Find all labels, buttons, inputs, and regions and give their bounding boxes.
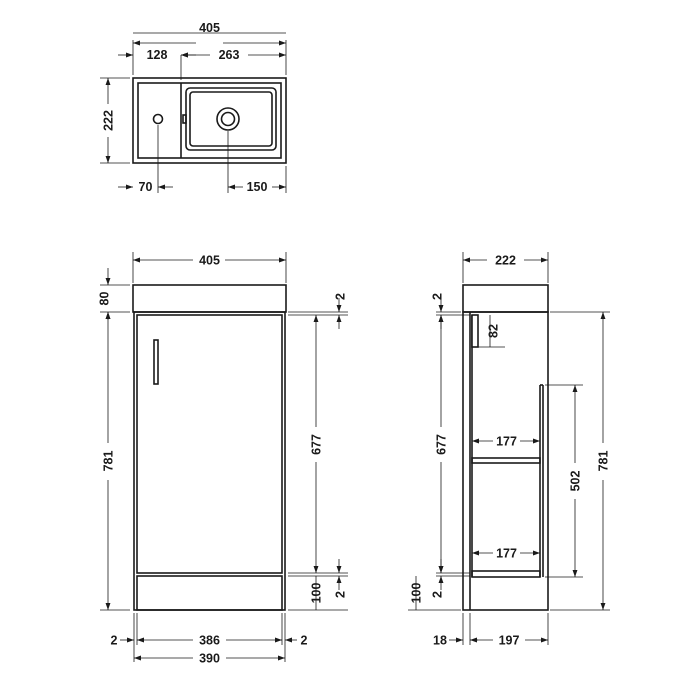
side-view: 222 2 82 677 177 177 [408,252,611,648]
top-view: 405 128 263 222 70 150 [100,21,287,194]
dim-label: 150 [247,180,268,194]
dimension-top-waste-offset: 150 [228,180,286,194]
basin-rim [137,82,282,159]
dim-label: 128 [147,48,168,62]
dim-label: 263 [219,48,240,62]
dim-label: 390 [199,652,220,666]
dim-label: 222 [495,254,516,268]
upper-shelf [471,457,541,464]
dimension-side-upper-shelf-depth: 177 [472,435,540,449]
basin-side [462,284,549,313]
dimension-side-carcass-depth: 197 [470,634,548,648]
dimension-side-door-thickness: 18 [433,634,478,648]
dimension-side-handle-height: 82 [487,315,501,347]
dim-label: 70 [139,180,153,194]
dim-label: 2 [334,591,348,598]
carcass-side [462,311,549,611]
dimension-top-tap-offset: 70 [118,180,173,194]
dimension-front-plinth-gap: 2 [334,559,348,598]
dim-label: 386 [199,634,220,648]
door [136,314,283,574]
dimension-front-door-height: 677 [310,315,324,573]
waste-inner [220,111,236,127]
dimension-front-door-width: 386 [137,634,282,648]
bowl-inner [189,91,273,147]
dimension-front-carcass-width: 390 [134,652,285,666]
dim-label: 2 [301,634,308,648]
basin-front [132,284,287,313]
side-handle [471,314,479,348]
dim-label: 82 [487,324,501,338]
dim-label: 2 [431,293,445,300]
dimension-side-cabinet-height: 781 [597,312,611,610]
dimension-side-lower-shelf-depth: 177 [472,547,540,561]
door-handle [153,339,159,385]
dimension-front-left-gap: 2 [111,634,143,648]
dim-label: 18 [433,634,447,648]
dim-label: 197 [499,634,520,648]
dim-label: 405 [199,254,220,268]
dimension-top-overall-width: 405 [133,21,286,46]
dim-label: 677 [435,434,449,455]
dim-label: 2 [334,293,348,300]
basin-outline [132,77,287,164]
dimension-side-depth: 222 [463,254,548,268]
tap-hole [152,113,164,125]
waste-outer [216,107,240,131]
dimension-front-plinth-height: 100 [310,576,324,610]
dimension-side-door-height: 677 [435,315,449,573]
dimension-front-overall-width: 405 [133,254,286,268]
dim-label: 2 [431,591,445,598]
dim-label: 781 [102,451,116,472]
dim-label: 781 [597,451,611,472]
dim-label: 2 [111,634,118,648]
dimension-side-internal-height: 502 [569,385,583,577]
dim-label: 100 [310,583,324,604]
dimension-front-right-gap: 2 [276,634,308,648]
dim-label: 222 [102,110,116,131]
dim-label: 100 [410,583,424,604]
dimension-top-basin-width: 263 [181,48,286,62]
dimension-side-plinth-height: 100 [410,576,424,610]
lower-shelf [471,570,541,578]
overflow-slot [182,114,187,124]
dimension-front-cabinet-height: 781 [102,312,116,610]
dim-label: 405 [199,21,220,35]
dimension-front-top-gap: 2 [334,293,348,329]
dim-label: 177 [496,547,517,561]
front-view: 405 80 781 2 677 100 [98,252,348,666]
plinth [136,575,283,611]
dimension-top-depth: 222 [102,78,116,163]
dim-label: 677 [310,434,324,455]
dim-label: 177 [496,435,517,449]
dimension-side-plinth-gap: 2 [431,559,445,598]
dimension-side-top-gap: 2 [431,293,445,329]
dim-label: 80 [98,292,112,306]
bowl-outline [185,87,277,151]
dim-label: 502 [569,471,583,492]
